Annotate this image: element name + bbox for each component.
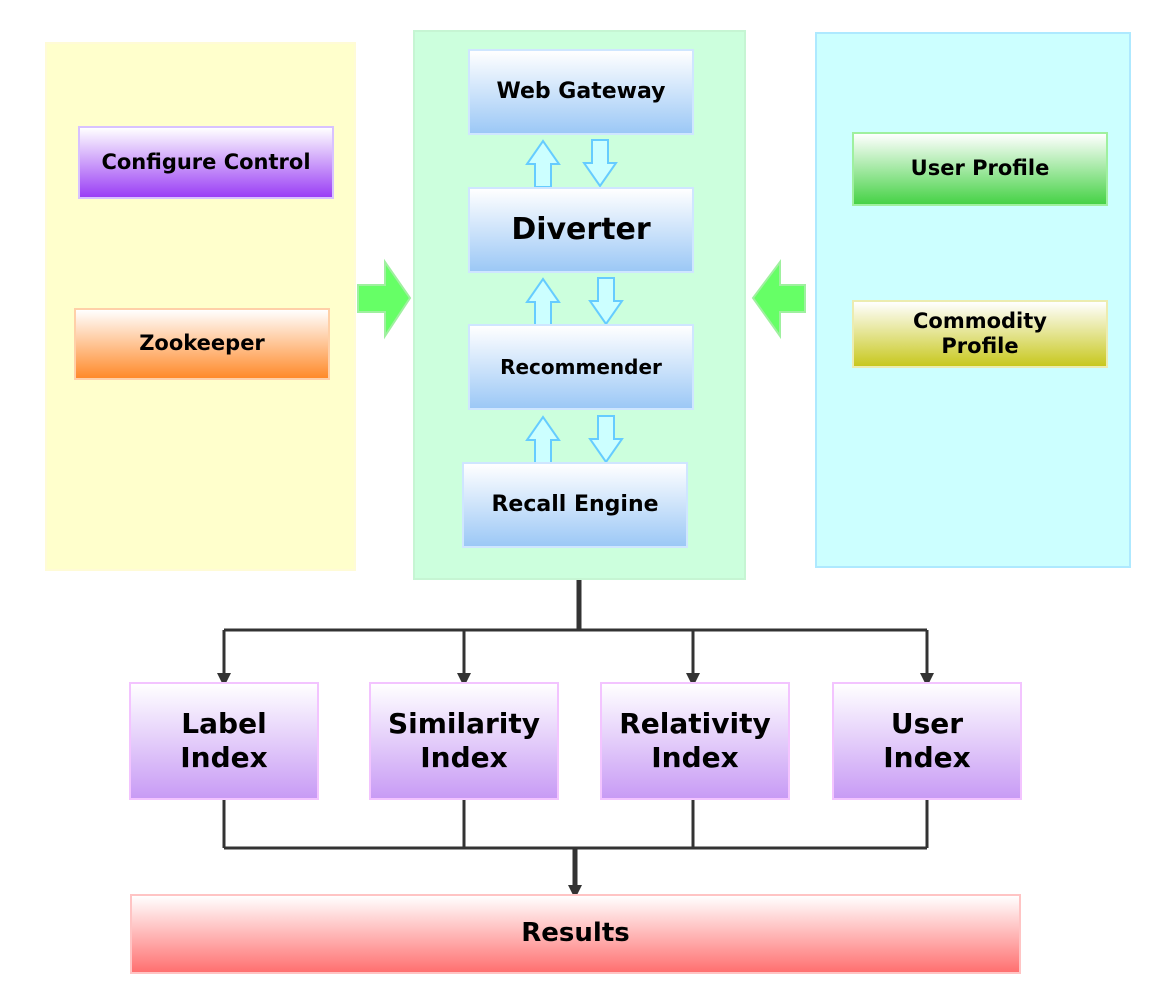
recommender-label: Recommender bbox=[500, 355, 662, 379]
merge-lines bbox=[222, 800, 929, 899]
user-profile-box: User Profile bbox=[852, 132, 1108, 206]
down-arrow-2 bbox=[588, 277, 624, 326]
relativity-index-line2: Index bbox=[651, 741, 739, 774]
down-arrow-3 bbox=[588, 415, 624, 464]
recall-engine-box: Recall Engine bbox=[462, 462, 688, 548]
web-gateway-box: Web Gateway bbox=[468, 49, 694, 135]
similarity-index-line2: Index bbox=[420, 741, 508, 774]
recommender-box: Recommender bbox=[468, 324, 694, 410]
up-arrow-1 bbox=[525, 139, 561, 188]
up-arrow-2 bbox=[525, 277, 561, 326]
zookeeper-box: Zookeeper bbox=[74, 308, 330, 380]
up-arrow-3 bbox=[525, 415, 561, 464]
user-index-line2: Index bbox=[883, 741, 971, 774]
similarity-index-line1: Similarity bbox=[387, 707, 541, 741]
user-index-box: User Index bbox=[832, 682, 1022, 800]
commodity-profile-line2: Profile bbox=[941, 334, 1019, 358]
similarity-index-box: Similarity Index bbox=[369, 682, 559, 800]
commodity-profile-box: Commodity Profile bbox=[852, 300, 1108, 368]
relativity-index-box: Relativity Index bbox=[600, 682, 790, 800]
distribution-lines bbox=[217, 580, 934, 687]
down-arrow-1 bbox=[582, 139, 618, 188]
right-side-arrow bbox=[751, 259, 806, 340]
commodity-profile-line1: Commodity bbox=[913, 308, 1047, 333]
user-index-line1: User bbox=[890, 707, 964, 741]
web-gateway-label: Web Gateway bbox=[496, 78, 666, 104]
left-side-arrow bbox=[357, 258, 412, 340]
user-profile-label: User Profile bbox=[910, 156, 1050, 181]
configure-control-box: Configure Control bbox=[78, 126, 334, 199]
recall-engine-label: Recall Engine bbox=[491, 491, 659, 517]
label-index-box: Label Index bbox=[129, 682, 319, 800]
diverter-label: Diverter bbox=[511, 212, 651, 247]
diverter-box: Diverter bbox=[468, 187, 694, 273]
results-box: Results bbox=[130, 894, 1021, 974]
label-index-line2: Index bbox=[180, 741, 268, 774]
configure-control-label: Configure Control bbox=[101, 149, 311, 174]
relativity-index-line1: Relativity bbox=[619, 707, 771, 741]
zookeeper-label: Zookeeper bbox=[139, 331, 265, 356]
label-index-line1: Label bbox=[181, 707, 267, 741]
flow-arrows bbox=[525, 139, 624, 464]
results-label: Results bbox=[521, 918, 630, 949]
